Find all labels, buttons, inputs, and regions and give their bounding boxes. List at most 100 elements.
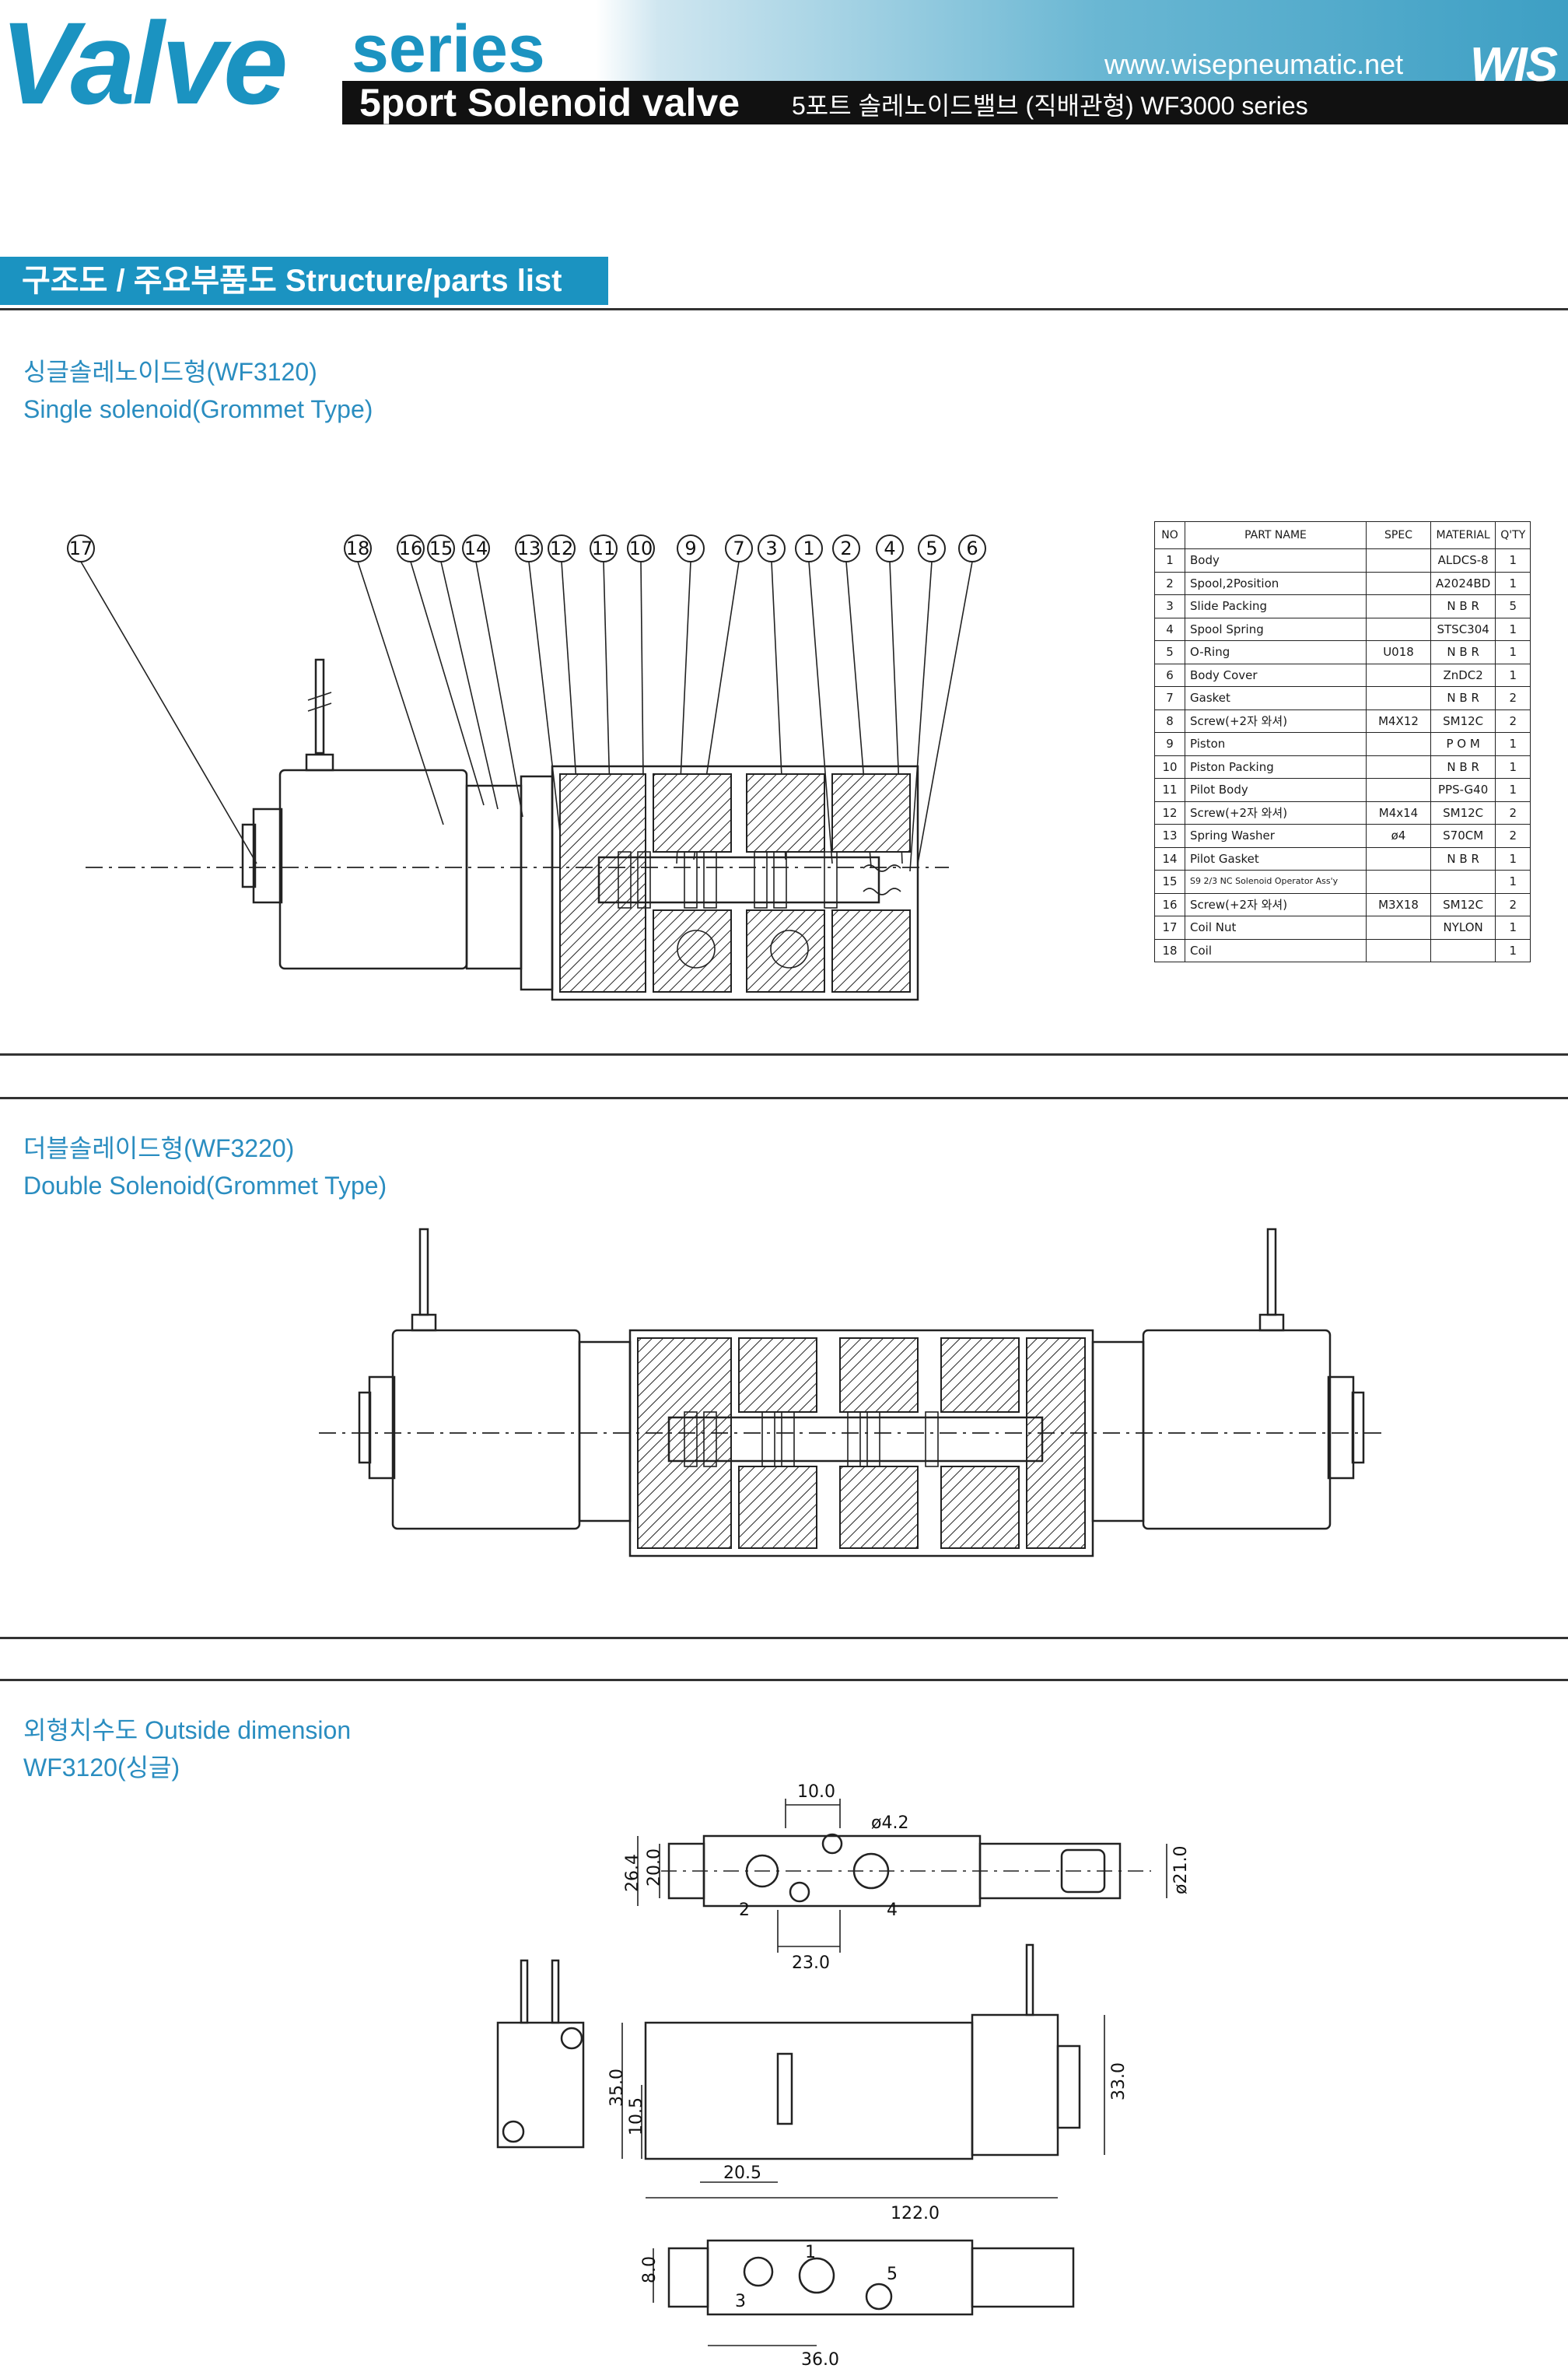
parts-table-cell: 5: [1154, 640, 1185, 664]
parts-table-cell: [1366, 778, 1431, 802]
parts-table-cell: [1430, 938, 1496, 962]
parts-table-cell: Spool,2Position: [1185, 571, 1367, 595]
callout-circle: [725, 534, 753, 562]
parts-table-cell: N B R: [1430, 755, 1496, 779]
callout-leader: [357, 561, 444, 825]
parts-table-cell: A2024BD: [1430, 571, 1496, 595]
callout-circle: [548, 534, 576, 562]
parts-table-cell: ZnDC2: [1430, 663, 1496, 687]
parts-table-cell: 7: [1154, 686, 1185, 710]
section-tab: [0, 257, 608, 305]
parts-table-cell: [1366, 870, 1431, 894]
callout-label: 1: [803, 538, 814, 559]
parts-table-cell: SM12C: [1430, 892, 1496, 916]
callout-label: 9: [684, 538, 696, 559]
callout-circle: [397, 534, 425, 562]
parts-table-cell: 1: [1495, 663, 1531, 687]
parts-table-cell: 12: [1154, 801, 1185, 825]
parts-table-cell: ALDCS-8: [1430, 548, 1496, 573]
callout-circle: [876, 534, 904, 562]
divider: [0, 1097, 1568, 1099]
callout-leader: [917, 561, 973, 864]
callout-circle: [758, 534, 786, 562]
callout-leader: [80, 561, 257, 864]
parts-table-cell: 11: [1154, 778, 1185, 802]
double-title-en: Double Solenoid(Grommet Type): [23, 1172, 387, 1200]
parts-table-cell: [1366, 548, 1431, 573]
parts-table-cell: 9: [1154, 732, 1185, 756]
parts-table-cell: 2: [1495, 824, 1531, 848]
single-title-en: Single solenoid(Grommet Type): [23, 395, 373, 423]
dim-bottom-height: 8.0: [640, 2256, 660, 2283]
parts-table-cell: Body Cover: [1185, 663, 1367, 687]
dim-coil-dia: ø21.0: [1171, 1846, 1191, 1894]
website-link[interactable]: www.wisepneumatic.net: [1104, 48, 1404, 80]
callout-label: 16: [399, 538, 423, 559]
parts-table-cell: Coil: [1185, 938, 1367, 962]
callout-leader: [808, 561, 833, 864]
parts-table-cell: [1366, 663, 1431, 687]
callout-circle: [795, 534, 823, 562]
parts-table-cell: 1: [1495, 617, 1531, 641]
callout-circle: [677, 534, 705, 562]
parts-table-cell: Screw(+2자 와셔): [1185, 709, 1367, 733]
callout-label: 5: [926, 538, 937, 559]
callout-label: 18: [346, 538, 370, 559]
parts-table-cell: 3: [1154, 594, 1185, 618]
divider: [0, 1053, 1568, 1056]
callout-label: 10: [629, 538, 653, 559]
parts-table-header: NO PART NAME SPEC MATERIAL Q'TY: [1154, 521, 1531, 549]
dim-bottom-width: 36.0: [801, 2350, 839, 2370]
parts-table-cell: P O M: [1430, 732, 1496, 756]
col-material: MATERIAL: [1430, 521, 1496, 549]
parts-table-cell: S70CM: [1430, 824, 1496, 848]
outside-title: 외형치수도 Outside dimension: [23, 1716, 352, 1744]
parts-table-cell: Slide Packing: [1185, 594, 1367, 618]
dim-side-height: 35.0: [607, 2069, 627, 2107]
parts-table-cell: 6: [1154, 663, 1185, 687]
dim-height-outer: 26.4: [623, 1854, 642, 1892]
brand-series: series: [352, 12, 545, 86]
parts-table-cell: 2: [1495, 892, 1531, 916]
callout-circle: [590, 534, 618, 562]
parts-table-cell: 14: [1154, 846, 1185, 871]
callout-label: 15: [429, 538, 453, 559]
callout-circle: [918, 534, 946, 562]
subtitle-kr: 5포트 솔레노이드밸브 (직배관형) WF3000 series: [792, 92, 1308, 120]
parts-table-cell: 13: [1154, 824, 1185, 848]
callout-label: 3: [765, 538, 777, 559]
parts-table-cell: N B R: [1430, 686, 1496, 710]
parts-table-cell: 16: [1154, 892, 1185, 916]
parts-table-cell: U018: [1366, 640, 1431, 664]
parts-table-cell: 2: [1154, 571, 1185, 595]
port-3-label: 3: [735, 2292, 746, 2311]
parts-table-cell: 1: [1495, 870, 1531, 894]
parts-table-cell: 1: [1495, 732, 1531, 756]
parts-table-cell: Pilot Gasket: [1185, 846, 1367, 871]
header-band: [0, 0, 1568, 87]
parts-table-cell: M3X18: [1366, 892, 1431, 916]
parts-table-cell: [1366, 755, 1431, 779]
dim-top-width: 10.0: [797, 1782, 835, 1802]
parts-table-cell: 17: [1154, 916, 1185, 940]
callout-label: 7: [733, 538, 744, 559]
dim-side-offset2: 20.5: [723, 2164, 761, 2183]
section-title: 구조도 / 주요부품도 Structure/parts list: [22, 264, 562, 298]
divider: [0, 1637, 1568, 1639]
port-4-label: 4: [887, 1901, 898, 1920]
parts-table-cell: SM12C: [1430, 709, 1496, 733]
parts-table-cell: Screw(+2자 와셔): [1185, 801, 1367, 825]
dim-port-pitch: 23.0: [792, 1953, 830, 1973]
callout-circle: [958, 534, 986, 562]
parts-table-cell: Coil Nut: [1185, 916, 1367, 940]
dim-coil-height: 33.0: [1109, 2062, 1129, 2100]
